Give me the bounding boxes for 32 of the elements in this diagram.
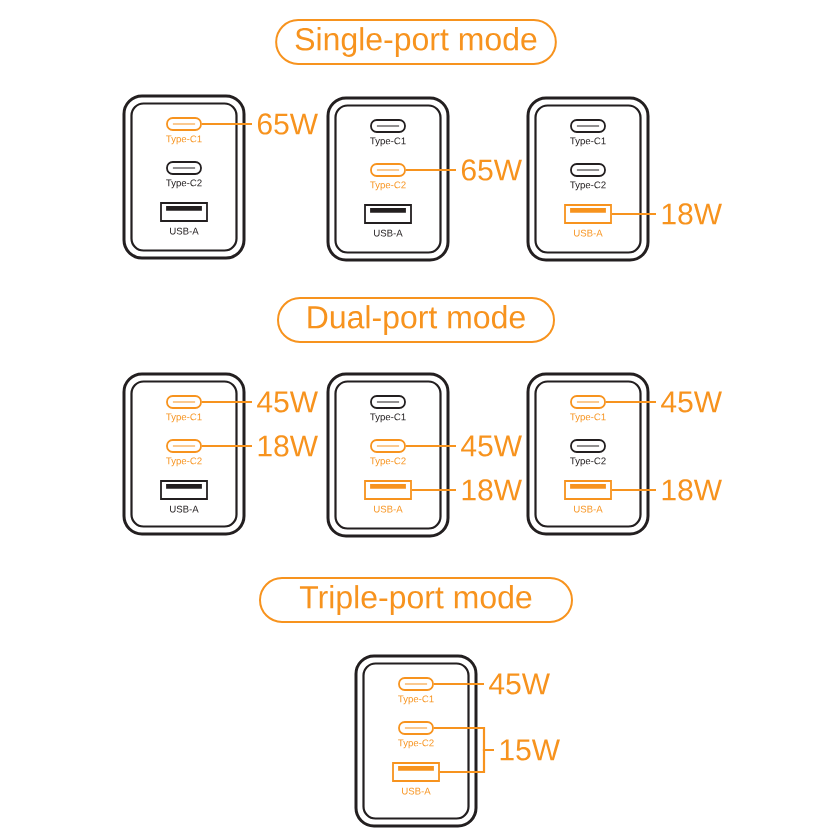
charger-outline <box>122 94 246 260</box>
power-label: 18W <box>662 479 722 501</box>
power-label: 18W <box>462 479 522 501</box>
leader-line <box>611 488 656 492</box>
power-label: 45W <box>489 673 550 695</box>
power-label: 45W <box>461 435 522 457</box>
power-label: 18W <box>258 435 318 457</box>
charger-outline <box>122 372 246 536</box>
leader-line <box>439 748 494 774</box>
leader-line <box>201 122 252 126</box>
charger-outline <box>326 96 450 262</box>
leader-line <box>611 212 656 216</box>
heading-pill: Triple-port mode <box>259 577 573 623</box>
charger-outline <box>326 372 450 538</box>
heading-pill: Single-port mode <box>275 19 557 65</box>
power-label: 18W <box>662 203 722 225</box>
leader-line <box>433 682 484 686</box>
leader-line <box>201 400 252 404</box>
power-label: 45W <box>661 391 722 413</box>
heading-pill: Dual-port mode <box>277 297 555 343</box>
power-label: 65W <box>257 113 318 135</box>
charger-outline <box>526 96 650 262</box>
leader-line <box>411 488 456 492</box>
charger-outline <box>354 654 478 828</box>
leader-line <box>405 444 456 448</box>
leader-line <box>201 444 252 448</box>
power-label: 65W <box>461 159 522 181</box>
power-label: 45W <box>257 391 318 413</box>
charger-outline <box>526 372 650 536</box>
leader-line <box>405 168 456 172</box>
leader-line <box>605 400 656 404</box>
power-label: 15W <box>500 739 560 761</box>
